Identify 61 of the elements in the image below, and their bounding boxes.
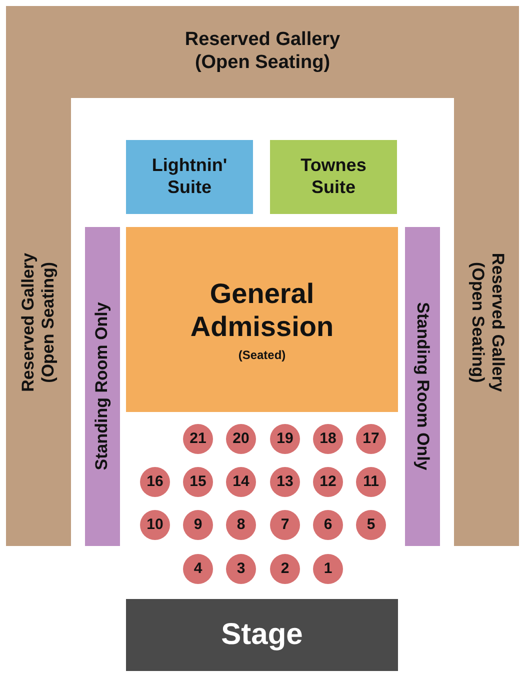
seat-circle [270, 424, 300, 454]
gallery-section [6, 6, 519, 98]
seat-circle [313, 424, 343, 454]
seat-number: 19 [276, 430, 294, 448]
seat-circle [183, 467, 213, 497]
section-label: General Admission [189, 276, 335, 344]
seat-circle [140, 510, 170, 540]
seat-number: 8 [236, 516, 246, 534]
seat-number: 12 [320, 473, 336, 491]
seat-number: 16 [146, 473, 164, 491]
section-label: (Seated) [238, 348, 286, 362]
gallery-section [454, 98, 519, 546]
section-label: Reserved Gallery (Open Seating) [18, 252, 58, 394]
seat-number: 1 [324, 560, 332, 578]
seat-number: 4 [194, 560, 202, 578]
section-label: Stage [221, 617, 303, 653]
stage-area [126, 599, 398, 671]
seat-circle [356, 424, 386, 454]
gallery-section [6, 98, 71, 546]
seat-circle [183, 510, 213, 540]
seat-number: 10 [146, 516, 164, 534]
seat-circle [270, 467, 300, 497]
seat-number: 5 [366, 516, 376, 534]
seat-number: 2 [280, 560, 290, 578]
seat-circle [183, 554, 213, 584]
seat-circle [270, 554, 300, 584]
section-label: Lightnin' Suite [150, 155, 228, 199]
seat-circle [226, 424, 256, 454]
suite-section [126, 140, 253, 214]
seat-circle [313, 467, 343, 497]
seat-number: 15 [190, 473, 206, 491]
seat-circle [356, 467, 386, 497]
seat-circle [226, 510, 256, 540]
seat-number: 14 [232, 473, 250, 491]
seat-number: 11 [363, 473, 379, 491]
seat-circle [140, 467, 170, 497]
seat-number: 7 [280, 516, 290, 534]
section-label: Reserved Gallery (Open Seating) [184, 29, 342, 75]
standing-room-section [85, 227, 120, 546]
standing-room-section [405, 227, 440, 546]
seat-circle [226, 554, 256, 584]
seat-number: 9 [194, 516, 202, 534]
seat-number: 18 [320, 430, 336, 448]
general-admission-section [126, 227, 398, 412]
seat-circle [356, 510, 386, 540]
section-label: Townes Suite [300, 155, 368, 199]
seat-number: 3 [236, 560, 246, 578]
seat-number: 6 [324, 516, 332, 534]
seat-number: 21 [190, 430, 206, 448]
seat-circle [226, 467, 256, 497]
section-label: Reserved Gallery (Open Seating) [466, 252, 507, 394]
seat-circle [313, 510, 343, 540]
seat-number: 17 [362, 430, 380, 448]
section-label: Standing Room Only [92, 302, 112, 471]
seat-circle [183, 424, 213, 454]
seat-circle [313, 554, 343, 584]
suite-section [270, 140, 397, 214]
seat-number: 13 [276, 473, 294, 491]
seat-number: 20 [232, 430, 250, 448]
section-label: Standing Room Only [412, 302, 433, 471]
seat-circle [270, 510, 300, 540]
